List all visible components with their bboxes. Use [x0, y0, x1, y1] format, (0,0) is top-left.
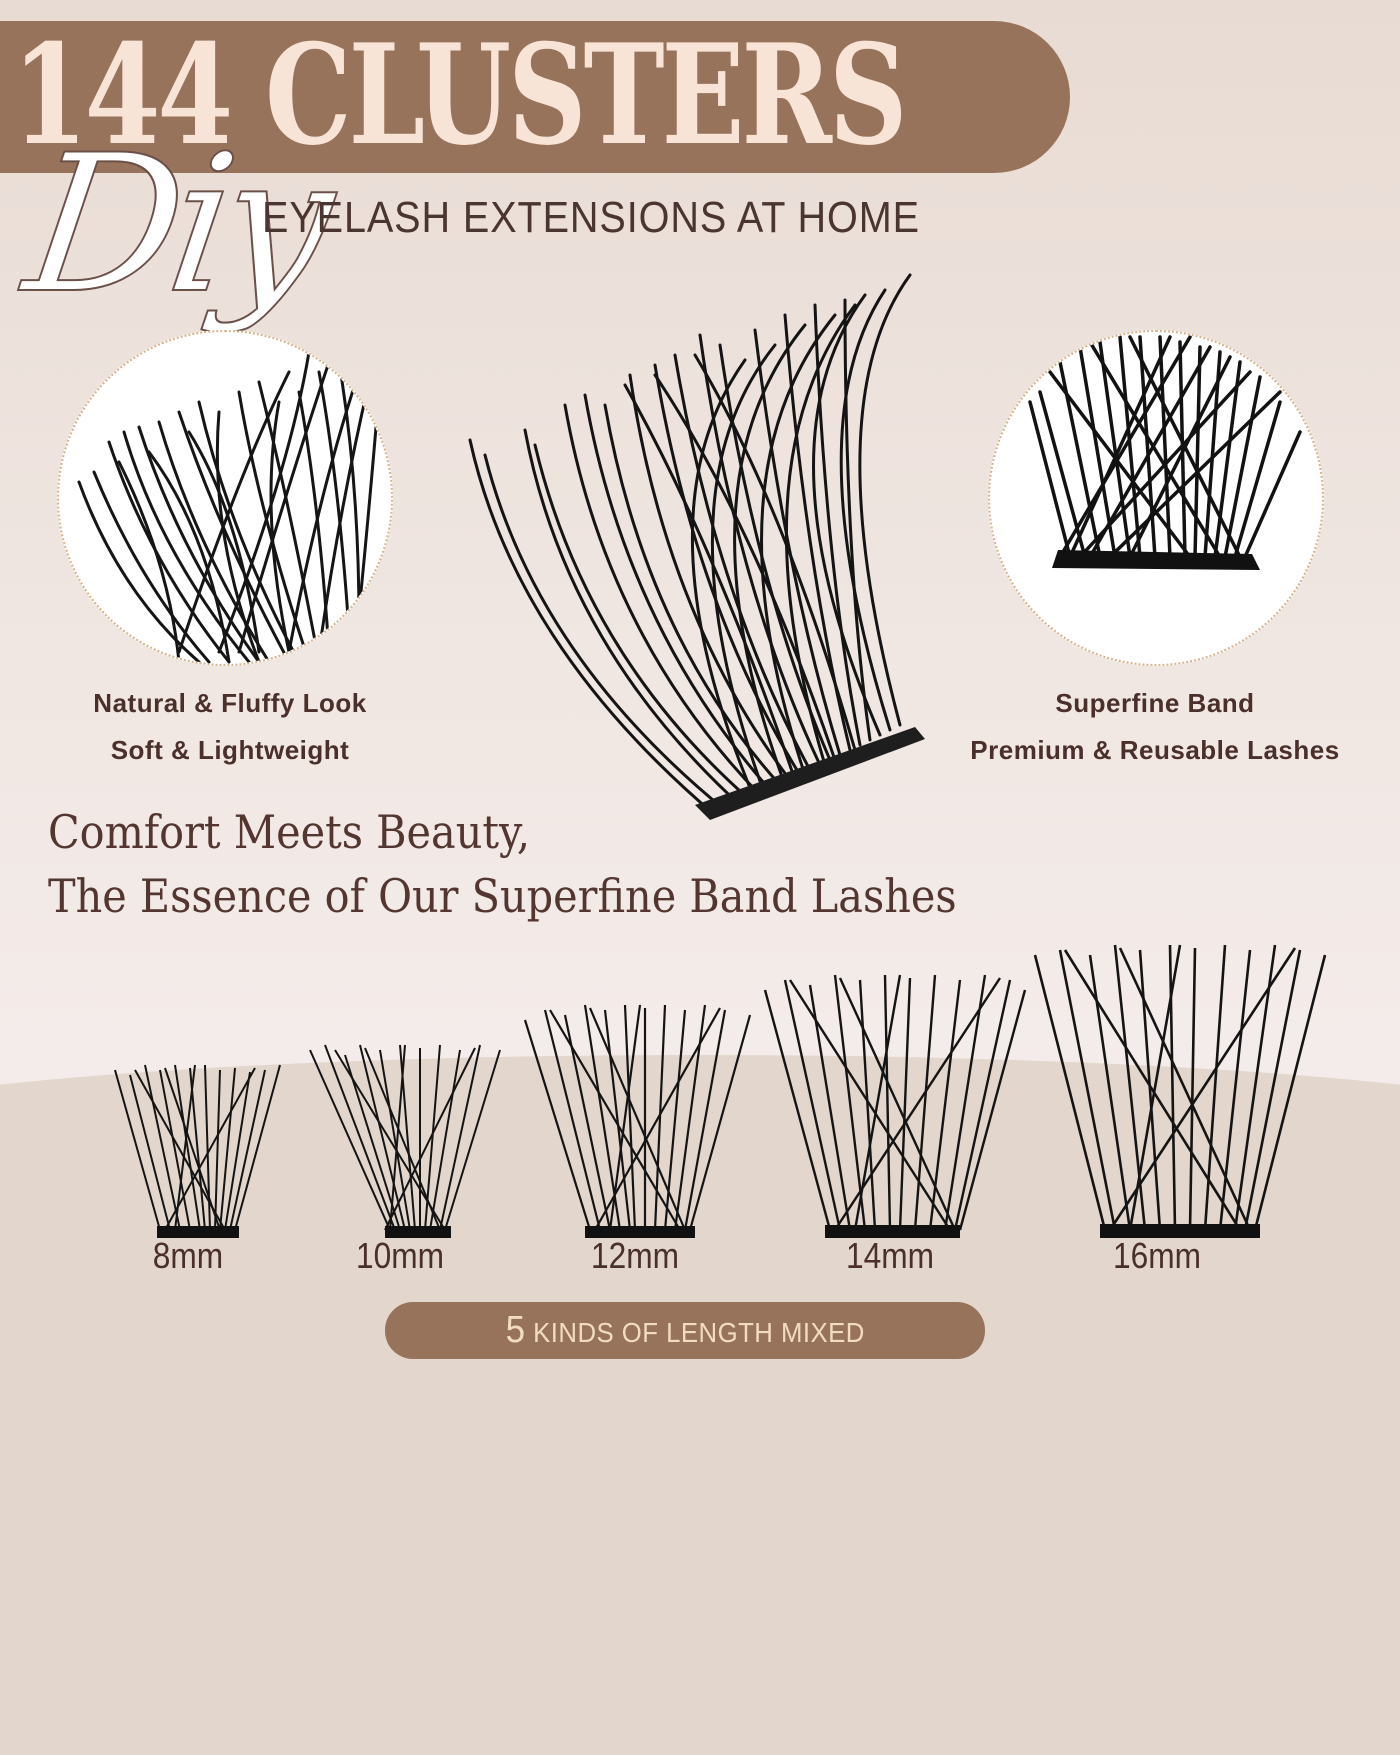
length-count: 5 — [505, 1309, 526, 1351]
feature-left-caption: Natural & Fluffy Look Soft & Lightweight — [40, 680, 420, 774]
length-label-12mm: 12mm — [590, 1235, 680, 1276]
lash-cluster-16mm-image — [1033, 944, 1327, 1238]
title-word: CLUSTERS — [264, 13, 908, 176]
feature-right-caption: Superfine Band Premium & Reusable Lashes — [940, 680, 1370, 774]
feature-right-line1: Superfine Band — [1055, 688, 1255, 718]
main-lash-cluster-image — [468, 273, 925, 820]
feature-left-line1: Natural & Fluffy Look — [93, 688, 367, 718]
feature-right-line2: Premium & Reusable Lashes — [970, 735, 1340, 765]
length-mix-label: KINDS OF LENGTH MIXED — [532, 1317, 865, 1348]
lash-cluster-8mm-image — [114, 1064, 281, 1238]
length-label-16mm: 16mm — [1112, 1235, 1202, 1276]
title-banner — [0, 21, 1070, 173]
lash-strands-illustration — [77, 350, 381, 664]
lash-cluster-12mm-image — [523, 1004, 752, 1238]
feature-left-line2: Soft & Lightweight — [110, 735, 350, 765]
length-mix-badge: 5 KINDS OF LENGTH MIXED — [385, 1302, 985, 1359]
page-title: 144 CLUSTERS — [12, 26, 908, 164]
superfine-band-closeup-image — [988, 330, 1324, 666]
tagline-line2: The Essence of Our Superfine Band Lashes — [48, 869, 957, 923]
length-clusters-row — [0, 940, 1400, 1240]
tagline: Comfort Meets Beauty, The Essence of Our… — [48, 800, 957, 928]
length-label-14mm: 14mm — [845, 1235, 935, 1276]
lash-cluster-10mm-image — [309, 1044, 501, 1238]
subtitle: EYELASH EXTENSIONS AT HOME — [262, 193, 920, 242]
tagline-line1: Comfort Meets Beauty, — [48, 805, 531, 859]
lash-cluster-14mm-image — [763, 974, 1027, 1238]
length-label-10mm: 10mm — [355, 1235, 445, 1276]
band-strands-illustration — [1028, 335, 1302, 570]
fluffy-lash-closeup-image — [57, 330, 393, 666]
title-count: 144 — [12, 13, 233, 176]
length-mix-badge-text: 5 KINDS OF LENGTH MIXED — [505, 1309, 864, 1352]
length-label-8mm: 8mm — [152, 1235, 224, 1276]
